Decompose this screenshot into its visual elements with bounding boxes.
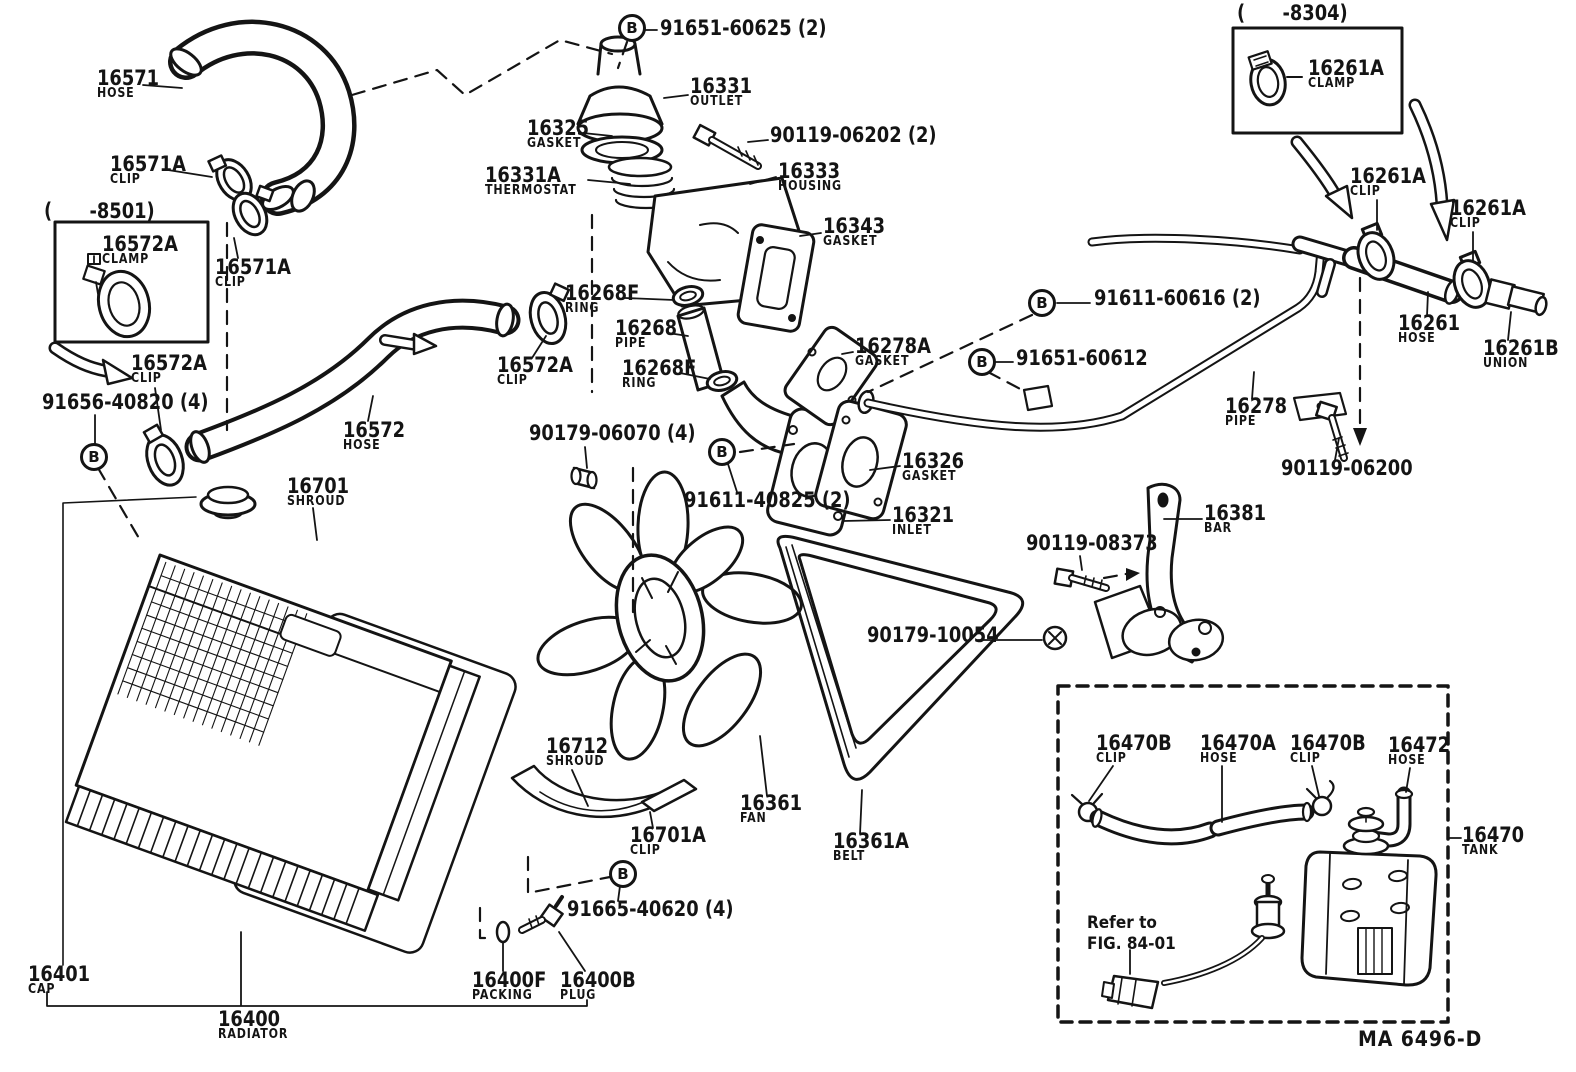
- label-91665-40620: 91665-40620 (4): [567, 897, 734, 921]
- late-clamp-inset-drawing: [1231, 26, 1404, 135]
- dashed-lines: [96, 38, 1362, 940]
- b-marker-91651-60612: B: [968, 348, 996, 376]
- heater-pipe-drawing: [857, 221, 1548, 432]
- label-91651-60612: 91651-60612: [1016, 346, 1148, 370]
- spacer-90179-06070: [570, 466, 598, 490]
- reservoir-reference-note: Refer to FIG. 84-01: [1087, 913, 1176, 954]
- lower-shroud-drawing: [510, 764, 698, 819]
- label-range-8304: ( -8304): [1237, 1, 1348, 25]
- thermostat-outlet-drawing: [576, 35, 816, 333]
- bar-bracket-drawing: [1093, 483, 1225, 664]
- b-marker-91611-40825: B: [708, 438, 736, 466]
- inlet-gaskets-drawing: [720, 325, 908, 537]
- bolt-90119-08373: [1053, 567, 1110, 592]
- label-90119-06202: 90119-06202 (2): [770, 123, 937, 147]
- label-range-8501: ( -8501): [44, 199, 155, 223]
- upper-hose-drawing: [168, 19, 357, 237]
- label-90179-10054: 90179-10054: [867, 623, 999, 647]
- dashed-arrowheads: [1126, 428, 1367, 581]
- bolt-90119-06200: [1314, 400, 1349, 462]
- belt-drawing: [776, 534, 1025, 781]
- label-90119-08373: 90119-08373: [1026, 531, 1158, 555]
- bypass-pipe-drawing: [671, 285, 739, 392]
- leader-lines: [46, 29, 1512, 1007]
- nut-90179-10054: [1042, 625, 1068, 651]
- label-90119-06200: 90119-06200: [1281, 456, 1413, 480]
- label-91611-40825: 91611-40825 (2): [684, 488, 851, 512]
- b-marker-91651-60625: B: [618, 14, 646, 42]
- fan-drawing: [536, 470, 803, 761]
- figure-code: MA 6496-D: [1358, 1027, 1483, 1051]
- flow-arrows: [48, 98, 1456, 386]
- label-90179-06070: 90179-06070 (4): [529, 421, 696, 445]
- b-marker-91656: B: [80, 443, 108, 471]
- bolt-90119-06202: [692, 123, 762, 170]
- drain-plug-drawing: [495, 895, 564, 944]
- b-marker-91611-60616: B: [1028, 289, 1056, 317]
- lower-hose-drawing: [142, 282, 571, 487]
- label-91656-40820: 91656-40820 (4): [42, 390, 209, 414]
- b-marker-91665: B: [609, 860, 637, 888]
- label-91651-60625: 91651-60625 (2): [660, 16, 827, 40]
- radiator-drawing: [62, 485, 517, 966]
- early-clamp-inset-drawing: [53, 220, 210, 344]
- reservoir-inset-drawing: [1056, 684, 1450, 1024]
- label-91611-60616: 91611-60616 (2): [1094, 286, 1261, 310]
